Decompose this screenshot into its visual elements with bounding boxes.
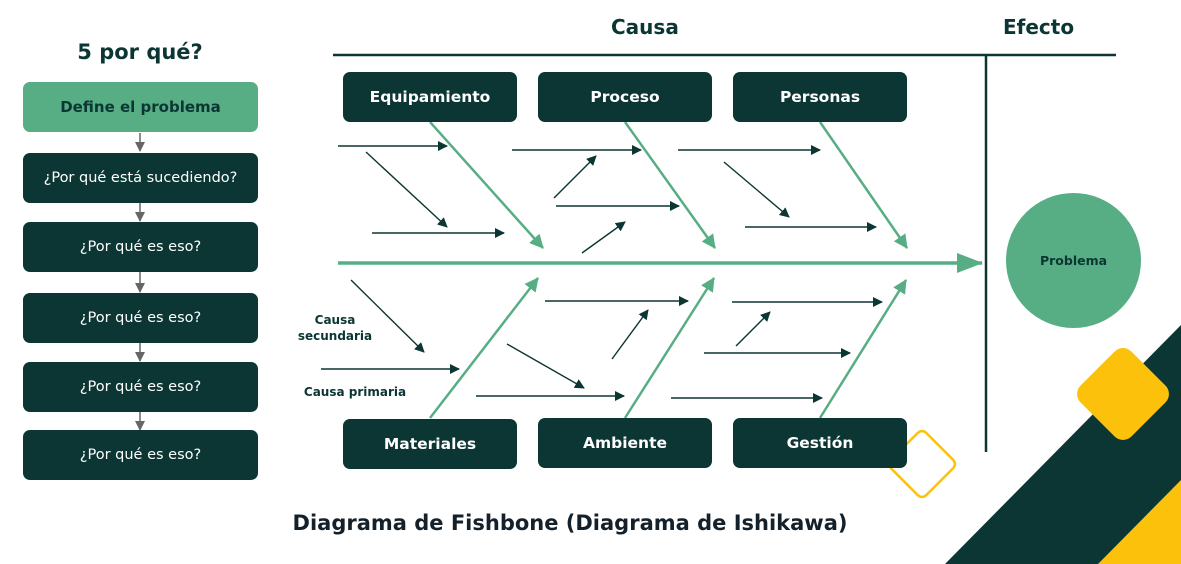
yellow-diamond	[1077, 348, 1169, 440]
category-bones	[429, 121, 909, 419]
why-step-2: ¿Por qué es eso?	[23, 222, 258, 272]
bone-personas	[818, 121, 909, 249]
category-equipamiento: Equipamiento	[343, 72, 517, 122]
category-personas: Personas	[733, 72, 907, 122]
effect-problem-circle: Problema	[1006, 193, 1141, 328]
why-step-1: ¿Por qué está sucediendo?	[23, 153, 258, 203]
yellow-corner-triangle	[1098, 480, 1181, 564]
category-materiales: Materiales	[343, 419, 517, 469]
five-whys-title: 5 por qué?	[77, 40, 203, 64]
category-proceso: Proceso	[538, 72, 712, 122]
effect-problem-label: Problema	[1039, 253, 1108, 268]
effect-header: Efecto	[1003, 15, 1075, 39]
why-step-define-problem: Define el problema	[23, 82, 258, 132]
why-step-3: ¿Por qué es eso?	[23, 293, 258, 343]
bone-ambiente	[623, 277, 716, 419]
bone-gestion	[818, 279, 908, 419]
cause-header: Causa	[611, 15, 679, 39]
cause-arrows	[321, 141, 883, 403]
secondary-cause-label: Causa secundaria	[297, 313, 373, 343]
bone-equipamiento	[429, 121, 544, 249]
diagram-title: Diagrama de Fishbone (Diagrama de Ishika…	[292, 511, 848, 535]
why-step-4: ¿Por qué es eso?	[23, 362, 258, 412]
bone-materiales	[429, 277, 539, 419]
corner-decoration	[887, 325, 1181, 564]
primary-cause-label: Causa primaria	[303, 385, 407, 399]
why-step-5: ¿Por qué es eso?	[23, 430, 258, 480]
category-gestion: Gestión	[733, 418, 907, 468]
category-ambiente: Ambiente	[538, 418, 712, 468]
bone-proceso	[623, 121, 717, 249]
